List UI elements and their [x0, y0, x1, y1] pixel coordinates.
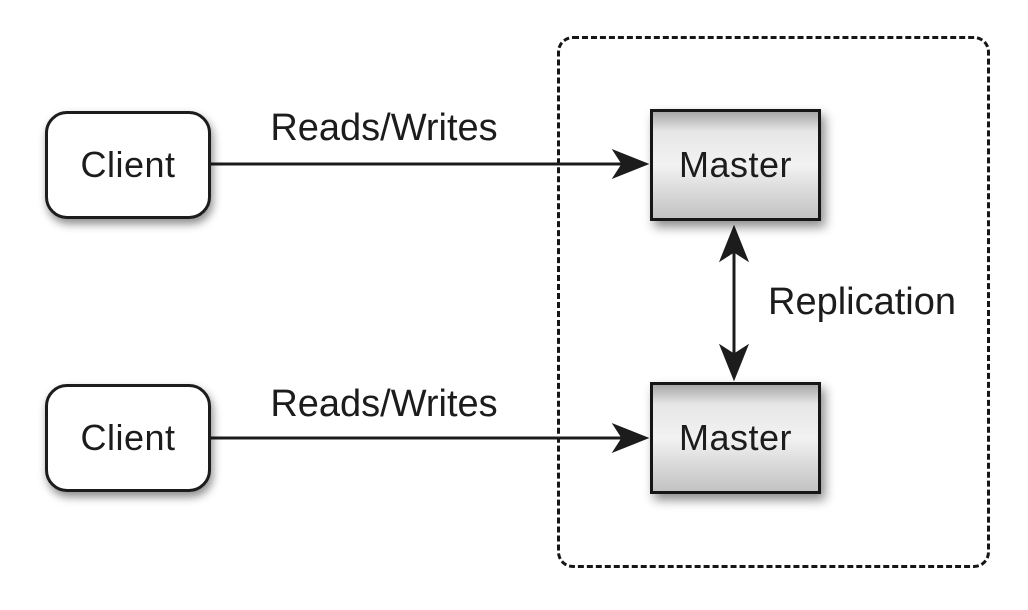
- master-group-boundary: [557, 36, 990, 568]
- node-client-bottom: Client: [45, 384, 211, 492]
- edge-label-reads-writes-top: Reads/Writes: [270, 106, 498, 149]
- node-client-bottom-label: Client: [80, 417, 176, 458]
- node-client-top: Client: [45, 111, 211, 219]
- edge-label-replication: Replication: [768, 280, 956, 323]
- node-master-bottom-label: Master: [678, 417, 793, 458]
- node-client-top-label: Client: [80, 144, 176, 185]
- node-master-top: Master: [650, 109, 821, 221]
- node-master-bottom: Master: [650, 382, 821, 494]
- edge-label-reads-writes-bottom: Reads/Writes: [270, 382, 498, 425]
- node-master-top-label: Master: [678, 144, 793, 185]
